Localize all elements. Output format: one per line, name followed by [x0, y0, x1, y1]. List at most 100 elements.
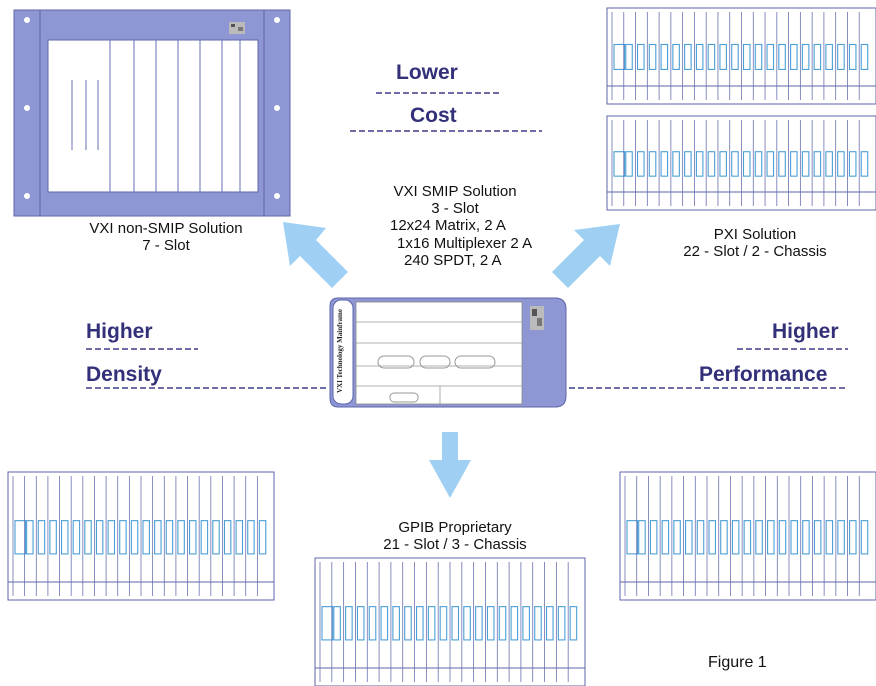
- slot-card: [673, 520, 681, 555]
- slot-card: [825, 151, 833, 177]
- slot-card: [475, 606, 483, 641]
- slot-card: [613, 43, 626, 70]
- slot-card: [754, 151, 763, 177]
- arrow-up-right-icon: [552, 224, 620, 288]
- slot-card: [154, 520, 162, 555]
- slot-card: [742, 43, 751, 70]
- dashed-lines: [86, 92, 848, 389]
- slot-card: [813, 43, 822, 70]
- slot-card: [37, 520, 46, 555]
- vxi-non-smip-chassis: [13, 9, 291, 217]
- arrows: [283, 222, 620, 498]
- slot-card: [719, 151, 727, 177]
- label-higher-performance-2: Performance: [699, 363, 828, 386]
- slot-card: [380, 606, 389, 641]
- slot-card: [534, 606, 542, 641]
- slot-card: [648, 151, 657, 177]
- slot-card: [790, 43, 798, 70]
- slot-card: [708, 520, 716, 555]
- slot-card: [200, 520, 209, 555]
- slot-card: [696, 520, 705, 555]
- slot-card: [778, 520, 787, 555]
- slot-card: [837, 520, 845, 555]
- slot-card: [849, 520, 857, 555]
- slot-card: [720, 520, 728, 555]
- slot-card: [638, 520, 646, 555]
- slot-card: [107, 520, 116, 555]
- slot-card: [333, 606, 341, 641]
- slot-card: [247, 520, 255, 555]
- smip-spdt: 240 SPDT, 2 A: [404, 252, 502, 269]
- slot-card: [754, 43, 763, 70]
- slot-card: [778, 43, 786, 70]
- slot-card: [26, 520, 34, 555]
- arrow-down-icon: [429, 432, 471, 498]
- slot-card: [848, 151, 857, 177]
- slot-card: [790, 520, 798, 555]
- pxi-chassis-top: [606, 7, 876, 105]
- gpib-chassis-right: [619, 471, 876, 601]
- slot-card: [660, 43, 669, 70]
- slot-card: [119, 520, 127, 555]
- slot-card: [368, 606, 377, 641]
- slot-card: [813, 520, 822, 555]
- slot-card: [755, 520, 763, 555]
- slot-card: [188, 520, 197, 555]
- gpib-chassis-left: [7, 471, 275, 601]
- label-higher-performance-1: Higher: [772, 320, 839, 343]
- slot-card: [802, 520, 810, 555]
- slot-card: [672, 151, 680, 177]
- slot-card: [660, 151, 669, 177]
- slot-card: [766, 43, 775, 70]
- slot-card: [626, 520, 639, 555]
- arrow-up-left-icon: [283, 222, 348, 288]
- slot-card: [837, 151, 845, 177]
- slot-card: [801, 43, 810, 70]
- smip-slot: 3 - Slot: [431, 200, 479, 217]
- gpib-title: GPIB Proprietary: [398, 519, 512, 536]
- smip-title: VXI SMIP Solution: [393, 183, 517, 200]
- slot-card: [498, 606, 507, 641]
- pxi-slot: 22 - Slot / 2 - Chassis: [683, 243, 827, 260]
- smip-multiplexer: 1x16 Multiplexer 2 A: [397, 235, 533, 252]
- slot-card: [321, 606, 334, 641]
- slot-card: [648, 43, 657, 70]
- slot-card: [684, 43, 692, 70]
- slot-card: [392, 606, 400, 641]
- slot-card: [223, 520, 232, 555]
- pxi-title: PXI Solution: [713, 226, 797, 243]
- slot-card: [801, 151, 810, 177]
- slot-card: [848, 43, 857, 70]
- slot-card: [613, 151, 626, 177]
- slot-card: [731, 520, 740, 555]
- slot-card: [95, 520, 104, 555]
- slot-card: [84, 520, 92, 555]
- slot-card: [258, 520, 267, 555]
- slot-card: [719, 43, 727, 70]
- slot-card: [625, 151, 633, 177]
- slot-card: [14, 520, 27, 555]
- figure-caption: Figure 1: [708, 654, 767, 671]
- smip-matrix: 12x24 Matrix, 2 A: [390, 217, 506, 234]
- slot-card: [60, 520, 69, 555]
- slot-card: [742, 151, 751, 177]
- slot-card: [743, 520, 752, 555]
- slot-card: [545, 606, 554, 641]
- slot-card: [685, 520, 693, 555]
- slot-card: [439, 606, 448, 641]
- slot-card: [625, 43, 633, 70]
- slot-card: [825, 520, 834, 555]
- slot-card: [510, 606, 519, 641]
- slot-card: [142, 520, 150, 555]
- slot-card: [837, 43, 845, 70]
- gpib-chassis-center: [314, 557, 586, 686]
- slot-card: [569, 606, 578, 641]
- slot-card: [731, 151, 739, 177]
- slot-card: [557, 606, 566, 641]
- slot-card: [707, 151, 716, 177]
- slot-card: [427, 606, 436, 641]
- pxi-chassis-bottom: [606, 115, 876, 211]
- label-lower: Lower: [396, 61, 458, 84]
